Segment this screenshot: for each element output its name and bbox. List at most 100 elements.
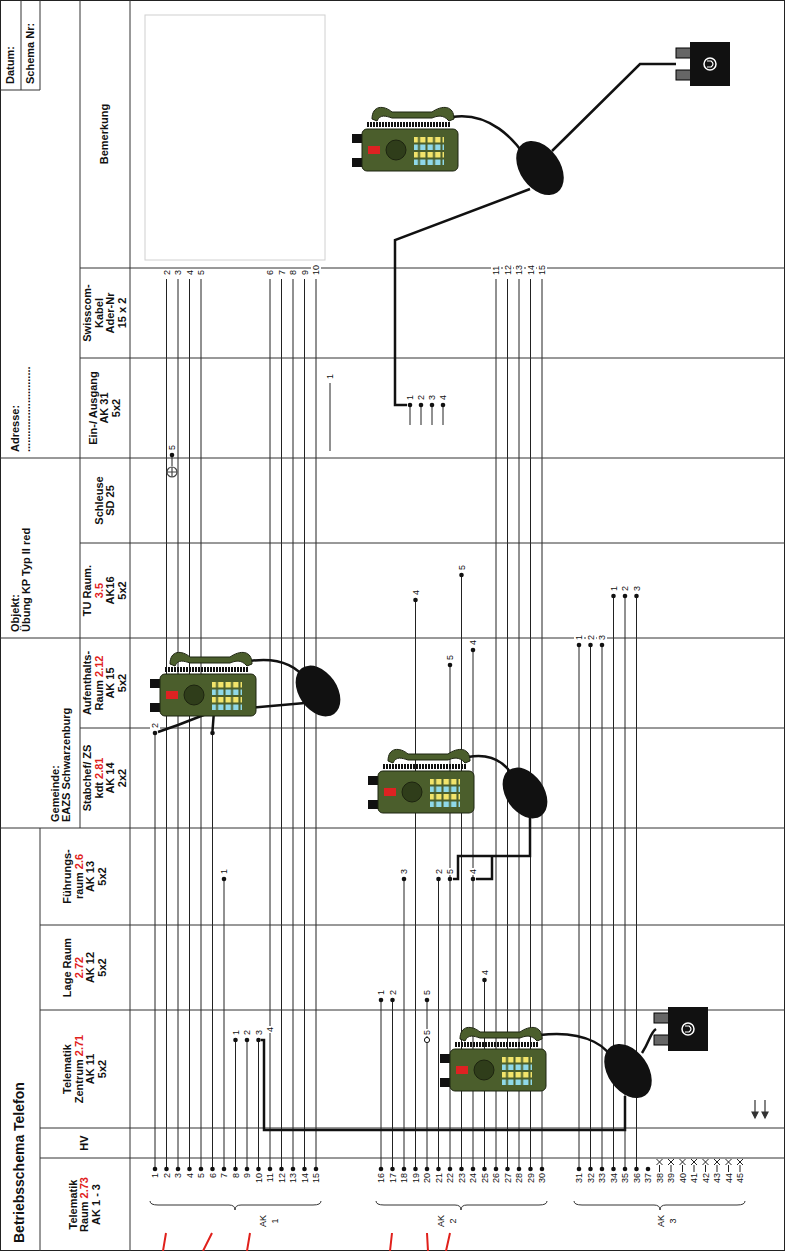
plug-symbol bbox=[755, 1100, 765, 1112]
cable-group-label: 3 bbox=[668, 1211, 678, 1231]
terminal-number: 4 bbox=[265, 1026, 275, 1033]
line-coupler bbox=[506, 132, 573, 204]
terminal-number: 5 bbox=[422, 1029, 432, 1036]
terminal-number: 13 bbox=[288, 1172, 298, 1198]
socket-box bbox=[676, 42, 730, 86]
wire bbox=[166, 279, 167, 1169]
unused-mark bbox=[657, 1159, 663, 1165]
wire bbox=[450, 665, 451, 1169]
terminal-number: 3 bbox=[632, 585, 642, 592]
text-line: SD 25 bbox=[105, 461, 117, 540]
socket-box bbox=[654, 1007, 708, 1051]
text-line: Ader-Nr bbox=[105, 271, 117, 355]
header-field: Gemeinde:EAZS Schwarzenburg bbox=[42, 638, 80, 828]
text-line: 5x2 bbox=[97, 928, 109, 1007]
cable-group-label: AK bbox=[656, 1211, 666, 1231]
column-header: Ein-/ AusgangAK 315x2 bbox=[80, 358, 130, 458]
unused-mark bbox=[668, 1159, 674, 1165]
text-line: Lage Raum bbox=[62, 928, 74, 1007]
text-line: Bemerkung bbox=[99, 3, 111, 265]
terminal-dot bbox=[505, 1167, 510, 1172]
header-label: 15 x 2 bbox=[116, 298, 128, 329]
terminal-number: 1 bbox=[574, 634, 584, 641]
terminal-dot bbox=[222, 877, 227, 882]
column-header: Telematik Zentrum2.71AK 115x2 bbox=[40, 1010, 130, 1128]
header-label: 5x2 bbox=[96, 867, 108, 885]
header-label: AK 14 bbox=[104, 762, 116, 793]
text-line: 5x2 bbox=[117, 641, 129, 725]
line-coupler bbox=[286, 657, 349, 725]
terminal-dot bbox=[153, 731, 158, 736]
phone-cable bbox=[158, 64, 676, 1130]
text-line: Swisscom- Kabel bbox=[82, 271, 105, 355]
wire bbox=[602, 645, 603, 1169]
terminal-number: 5 bbox=[457, 564, 467, 571]
terminal-number: 4 bbox=[438, 394, 448, 401]
terminal-dot bbox=[256, 1167, 261, 1172]
terminal-number: 5 bbox=[422, 989, 432, 996]
wire bbox=[410, 405, 411, 425]
terminal-number: 1 bbox=[150, 1172, 160, 1198]
terminal-number: 9 bbox=[242, 1172, 252, 1198]
unused-mark bbox=[703, 1159, 709, 1165]
terminal-dot bbox=[577, 643, 582, 648]
terminal-number: 36 bbox=[632, 1172, 642, 1198]
terminal-number: 2 bbox=[586, 634, 596, 641]
terminal-dot bbox=[302, 1167, 307, 1172]
text-line: Stabchef/ ZS kdt2.81 bbox=[82, 731, 105, 825]
terminal-dot bbox=[634, 1167, 639, 1172]
room-number: 3.5 bbox=[93, 583, 105, 598]
wire bbox=[415, 600, 416, 1169]
terminal-dot bbox=[436, 877, 441, 882]
terminal-dot bbox=[588, 643, 593, 648]
terminal-dot bbox=[459, 573, 464, 578]
wire bbox=[438, 879, 439, 1169]
terminal-dot bbox=[245, 1167, 250, 1172]
terminal-number: 4 bbox=[480, 969, 490, 976]
terminal-number: 27 bbox=[503, 1172, 513, 1198]
terminal-dot bbox=[482, 1167, 487, 1172]
terminal-number: 3 bbox=[173, 269, 183, 276]
terminal-number: 18 bbox=[399, 1172, 409, 1198]
terminal-number: 19 bbox=[411, 1172, 421, 1198]
room-number: 2.12 bbox=[93, 656, 105, 677]
wire bbox=[201, 279, 202, 1169]
terminal-number: 2 bbox=[620, 585, 630, 592]
terminal-number: 45 bbox=[735, 1172, 745, 1198]
text-line: 5x2 bbox=[97, 1013, 109, 1125]
wire bbox=[330, 383, 331, 451]
terminal-dot bbox=[379, 998, 384, 1003]
wire bbox=[235, 1040, 236, 1169]
wire bbox=[421, 405, 422, 425]
wire bbox=[392, 1000, 393, 1169]
terminal-number: 1 bbox=[219, 868, 229, 875]
terminal-number: 7 bbox=[277, 269, 287, 276]
terminal-dot bbox=[210, 731, 215, 736]
terminal-number: 7 bbox=[219, 1172, 229, 1198]
terminal-number: 15 bbox=[311, 1172, 321, 1198]
terminal-number: 32 bbox=[586, 1172, 596, 1198]
terminal-dot bbox=[623, 1167, 628, 1172]
open-terminal bbox=[424, 1037, 429, 1042]
text-line: AK 12 bbox=[85, 928, 97, 1007]
header-label: Datum: bbox=[4, 46, 16, 84]
terminal-number: 33 bbox=[597, 1172, 607, 1198]
terminal-number: 6 bbox=[265, 269, 275, 276]
terminal-number: 4 bbox=[411, 589, 421, 596]
socket-box bbox=[654, 42, 730, 1051]
room-number: 2.73 bbox=[78, 1177, 90, 1198]
text-line: 2x2 bbox=[117, 731, 129, 825]
text-line: AK 13 bbox=[85, 831, 97, 922]
terminal-dot bbox=[210, 1167, 215, 1172]
header-label: AK 31 bbox=[98, 392, 110, 423]
terminal-number: 31 bbox=[574, 1172, 584, 1198]
terminal-dot bbox=[176, 1167, 181, 1172]
terminal-dot bbox=[402, 1167, 407, 1172]
terminal-number: 5 bbox=[445, 868, 455, 875]
unused-mark bbox=[691, 1159, 697, 1165]
text-line: AK 31 bbox=[99, 361, 111, 455]
header-text: Aufenthalts- Raum2.12AK 155x2 bbox=[82, 641, 128, 725]
header-text: Schema Nr: bbox=[25, 3, 37, 84]
unused-mark bbox=[726, 1159, 732, 1165]
